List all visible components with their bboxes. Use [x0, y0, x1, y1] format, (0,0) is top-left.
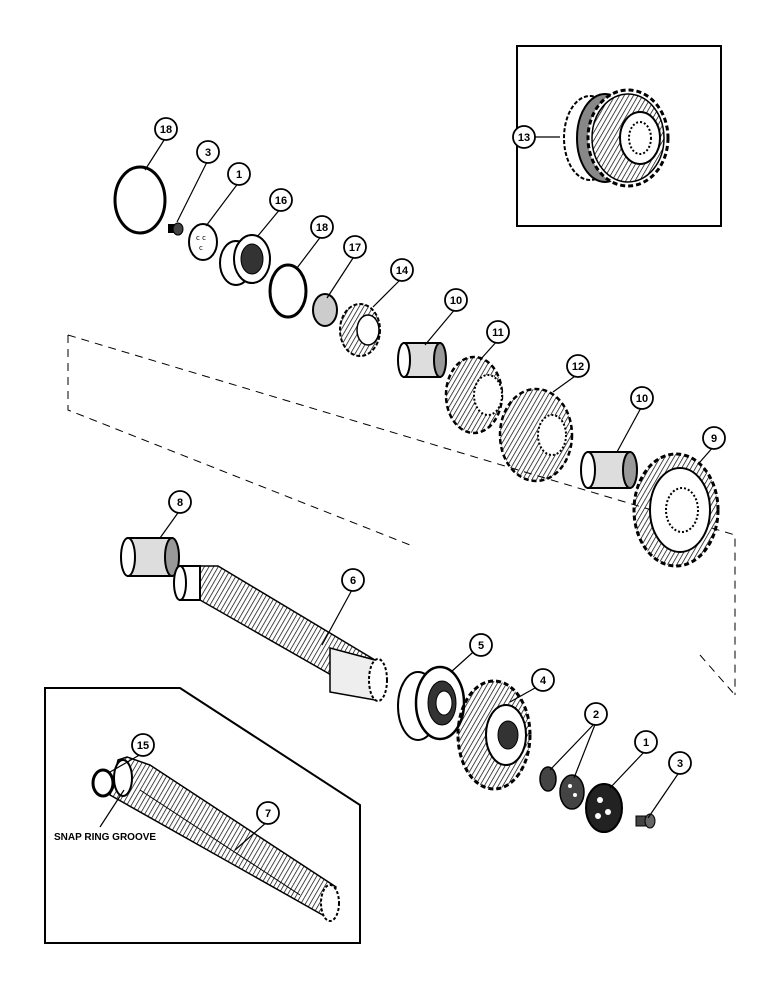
svg-text:17: 17 [349, 242, 361, 254]
callout-15: 15 [131, 733, 155, 757]
svg-text:1: 1 [643, 737, 649, 749]
callout-11: 11 [486, 320, 510, 344]
svg-text:10: 10 [636, 393, 648, 405]
callout-8: 8 [168, 490, 192, 514]
splined-shaft-part-6 [173, 565, 388, 702]
callout-1: 1 [227, 162, 251, 186]
callout-9: 9 [702, 426, 726, 450]
gear-part-11 [444, 355, 504, 435]
svg-text:5: 5 [478, 640, 484, 652]
gear-part-14 [339, 303, 381, 357]
svg-text:18: 18 [316, 222, 328, 234]
inset-box-part-7: SNAP RING GROOVE [44, 687, 361, 944]
svg-text:1: 1 [236, 169, 242, 181]
callout-7: 7 [256, 801, 280, 825]
svg-text:12: 12 [572, 361, 584, 373]
svg-text:10: 10 [450, 295, 462, 307]
svg-text:14: 14 [396, 265, 409, 277]
callout-14: 14 [390, 258, 414, 282]
splined-shaft-part-7 [109, 756, 340, 922]
svg-text:9: 9 [711, 433, 717, 445]
inset-box-part-13 [516, 45, 722, 227]
callout-2: 2 [584, 702, 608, 726]
callout-10-second: 10 [630, 386, 654, 410]
callout-17: 17 [343, 235, 367, 259]
svg-text:16: 16 [275, 195, 287, 207]
svg-text:2: 2 [593, 709, 599, 721]
sleeve-part-10-second [580, 451, 638, 489]
svg-text:18: 18 [160, 124, 172, 136]
svg-text:3: 3 [205, 147, 211, 159]
svg-text:7: 7 [265, 808, 271, 820]
callout-3: 3 [196, 140, 220, 164]
snap-ring-groove-label: SNAP RING GROOVE [54, 832, 156, 843]
svg-text:c c: c c [196, 234, 206, 242]
gear-part-12 [498, 387, 574, 483]
svg-text:6: 6 [350, 575, 356, 587]
snap-ring-groove-leader [99, 789, 125, 828]
svg-text:4: 4 [540, 675, 547, 687]
callout-6: 6 [341, 568, 365, 592]
shim-washers-part-2 [539, 766, 585, 810]
gear-part-4 [456, 679, 532, 791]
double-gear-part-13 [563, 88, 670, 188]
callout-10: 10 [444, 288, 468, 312]
callout-3-second: 3 [668, 751, 692, 775]
callout-18-second: 18 [310, 215, 334, 239]
svg-text:3: 3 [677, 758, 683, 770]
callout-4: 4 [531, 668, 555, 692]
snap-ring-part-18 [113, 165, 167, 235]
sleeve-part-10 [397, 342, 447, 378]
ball-bearing-part-16 [219, 234, 271, 286]
ball-bearing-part-5 [397, 665, 466, 741]
svg-text:8: 8 [177, 497, 183, 509]
svg-text:13: 13 [518, 132, 530, 144]
callout-1-second: 1 [634, 730, 658, 754]
screw-part-3 [168, 222, 184, 236]
snap-ring-part-18-second [268, 263, 308, 319]
assembly-boundary [67, 334, 736, 696]
callout-13: 13 [512, 125, 536, 149]
svg-text:15: 15 [137, 740, 149, 752]
collar-part-17 [312, 293, 338, 327]
callout-16: 16 [269, 188, 293, 212]
retainer-plate-part-1-second [585, 783, 623, 833]
gear-part-9 [632, 452, 720, 568]
callout-leaders [109, 136, 715, 851]
callout-5: 5 [469, 633, 493, 657]
screw-part-3-second [635, 813, 656, 829]
svg-text:11: 11 [492, 327, 504, 339]
svg-text:c: c [199, 244, 203, 252]
callout-12: 12 [566, 354, 590, 378]
sleeve-part-8 [120, 537, 180, 577]
callout-18: 18 [154, 117, 178, 141]
retainer-plate-part-1: c c c [188, 223, 218, 261]
